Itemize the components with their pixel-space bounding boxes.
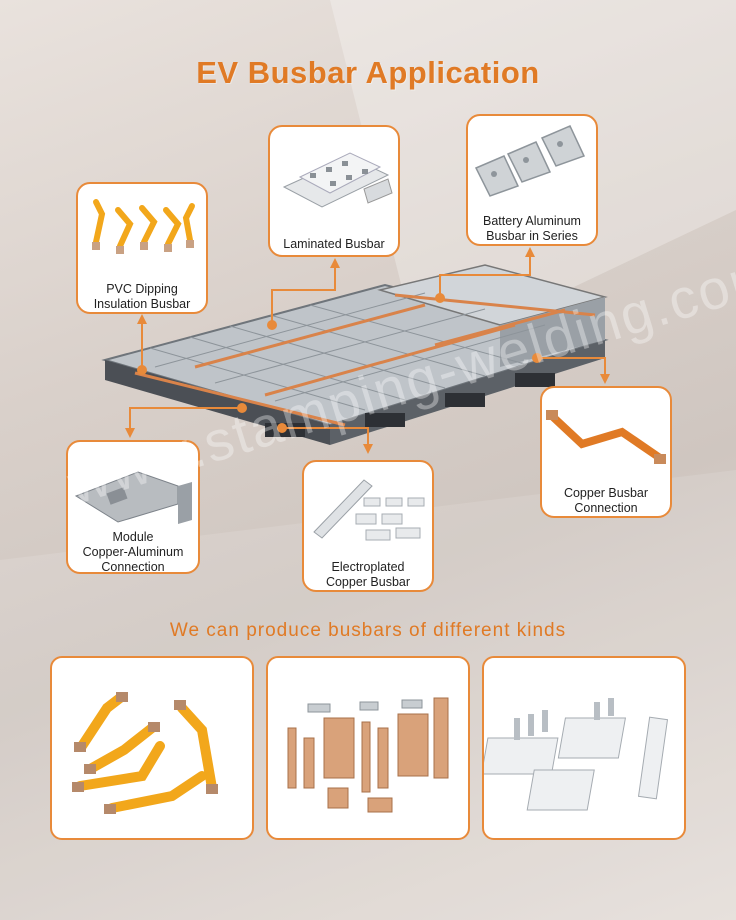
- product-photo-aluminum-busbars: [482, 656, 686, 840]
- laminated-busbar-image: [282, 152, 393, 208]
- card-laminated-busbar: Laminated Busbar: [268, 125, 400, 257]
- section-subtitle: We can produce busbars of different kind…: [169, 620, 567, 641]
- product-photo-copper-busbars: [266, 656, 470, 840]
- pvc-busbars-image: [72, 692, 218, 814]
- electroplated-busbar-image: [313, 479, 425, 541]
- page-title: EV Busbar Application: [196, 55, 540, 90]
- copper-busbars-image: [287, 697, 449, 813]
- product-photo-pvc-busbars: [50, 656, 254, 840]
- aluminum-busbars-image: [484, 698, 669, 811]
- card-label: Laminated Busbar: [283, 237, 385, 251]
- aluminum-busbar-image: [474, 125, 586, 197]
- copper-busbar-image: [546, 410, 666, 464]
- pvc-busbar-image: [92, 199, 195, 254]
- module-connection-image: [74, 471, 192, 524]
- battery-pack-image: [101, 264, 609, 445]
